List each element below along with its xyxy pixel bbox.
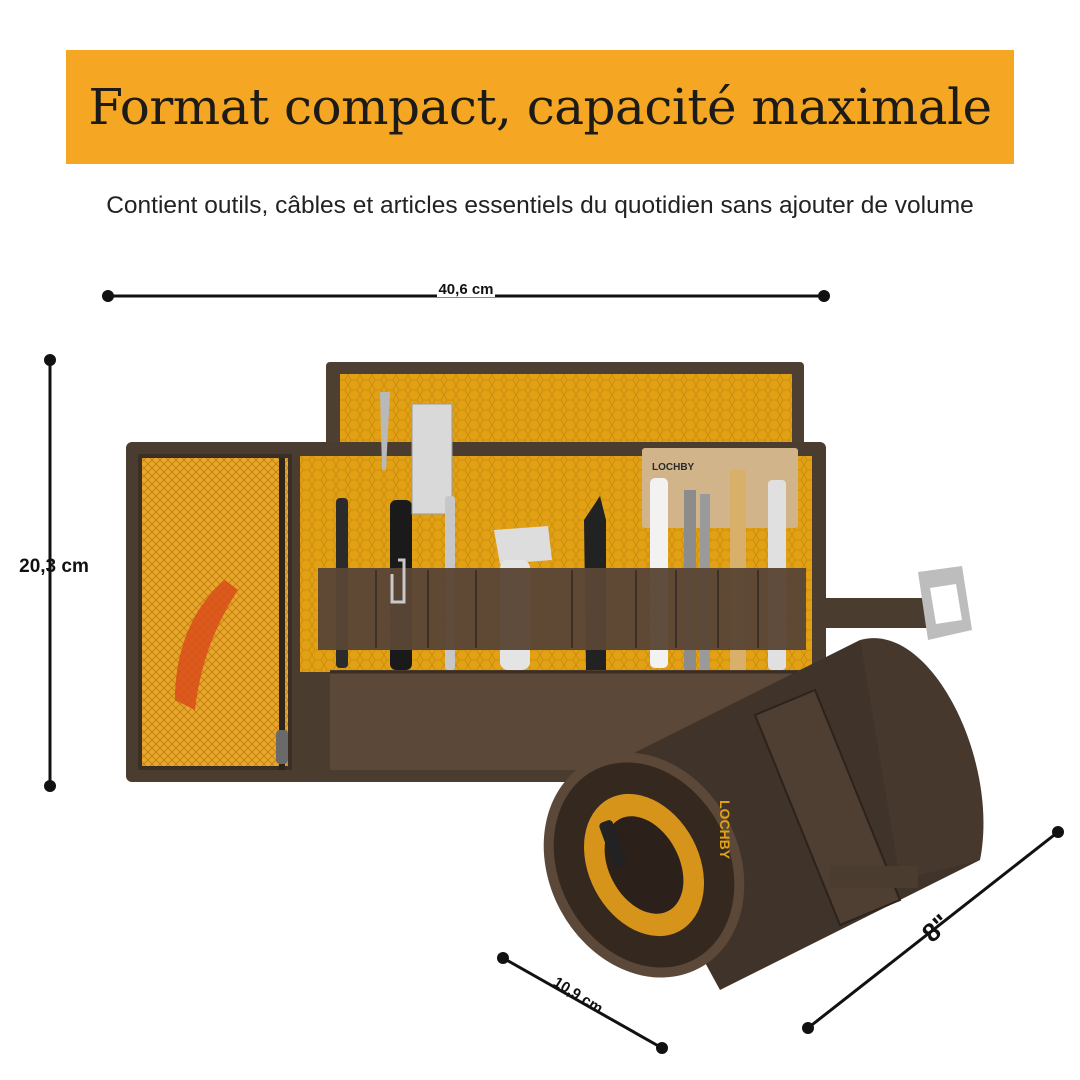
page-title: Format compact, capacité maximale [88, 78, 992, 136]
title-banner: Format compact, capacité maximale [66, 50, 1014, 164]
notebook-brand: LOCHBY [652, 462, 695, 473]
height-dimension-label: 20,3 cm [19, 556, 89, 577]
open-tool-roll: LOCHBY [126, 362, 972, 782]
page-subtitle: Contient outils, câbles et articles esse… [106, 192, 974, 219]
rolled-tool-roll: LOCHBY [543, 638, 984, 990]
depth-dimension-line [497, 952, 668, 1054]
height-dimension-line [44, 354, 56, 792]
roll-brand: LOCHBY [717, 800, 733, 860]
width-dimension-label: 40,6 cm [437, 281, 495, 298]
length-dimension-line [802, 826, 1064, 1034]
